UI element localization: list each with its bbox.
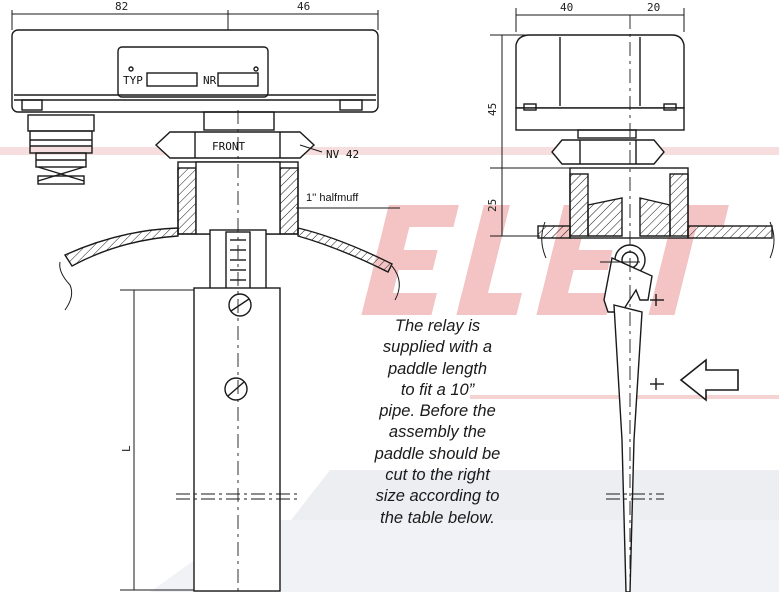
halfmuff-label: 1'' halfmuff [306, 192, 359, 204]
side-view [490, 8, 775, 592]
note-line: cut to the right [385, 466, 490, 485]
dimension-46: 46 [297, 0, 310, 13]
note-line: to fit a 10” [400, 380, 475, 399]
note-line: supplied with a [382, 338, 493, 357]
dimension-45: 45 [486, 103, 499, 116]
dimension-82: 82 [115, 0, 128, 13]
note-line: The relay is [394, 317, 481, 335]
front-view [11, 10, 400, 592]
front-label: FRONT [212, 140, 245, 153]
note-line: size according to [375, 487, 500, 506]
dimension-25: 25 [486, 199, 499, 212]
nut-label: NV 42 [326, 148, 359, 161]
note-line: pipe. Before the [379, 402, 496, 421]
note-line: paddle length [387, 359, 488, 378]
dimension-l: L [120, 445, 133, 452]
plate-number-label: NR [203, 74, 217, 87]
assembly-note: The relay is supplied with a paddle leng… [345, 316, 530, 529]
dimension-40: 40 [560, 1, 573, 14]
note-line: assembly the [388, 423, 487, 442]
plate-type-label: TYP [123, 74, 143, 87]
note-line: paddle should be [374, 444, 501, 463]
note-line: the table below. [380, 508, 495, 527]
dimension-20: 20 [647, 1, 660, 14]
